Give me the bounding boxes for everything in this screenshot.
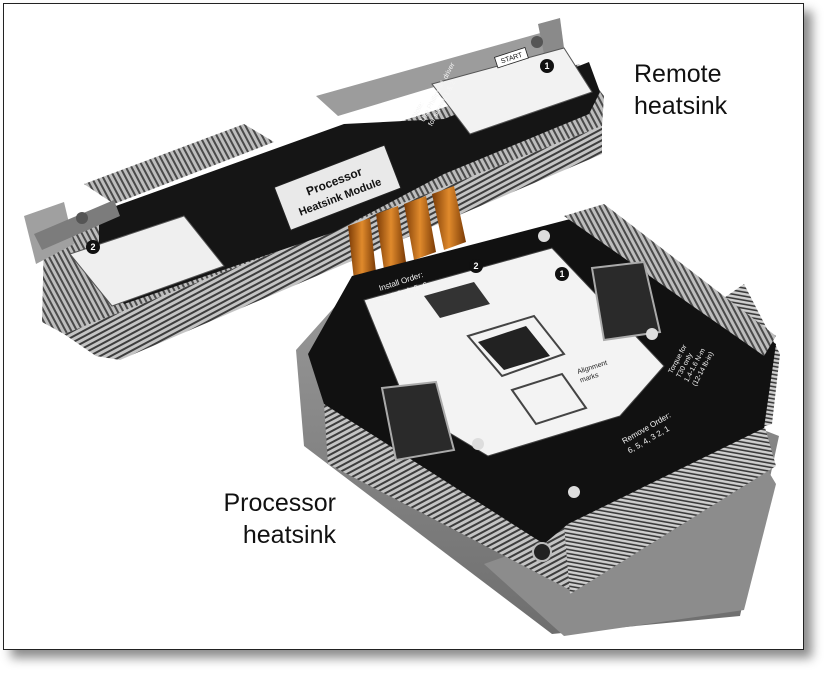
proc-step2-badge: 2 [469, 259, 483, 273]
processor-heatsink-label: Processor heatsink [212, 487, 336, 551]
remote-heatsink-label: Remote heatsink [634, 58, 727, 122]
heatsink-photo: Processor Heatsink Module Note: Use Phil… [24, 18, 780, 636]
processor-label-line2: heatsink [242, 521, 336, 549]
remote-step1-text: 1 [544, 61, 549, 71]
proc-step2-text: 2 [473, 261, 478, 271]
image-frame: Processor Heatsink Module Note: Use Phil… [3, 3, 804, 650]
remote-step2-badge: 2 [86, 240, 100, 254]
proc-step1-badge: 1 [555, 267, 569, 281]
processor-heatsink [296, 204, 780, 636]
processor-label-line1: Processor [223, 489, 336, 517]
proc-step1-text: 1 [559, 269, 564, 279]
remote-label-line2: heatsink [634, 92, 728, 120]
remote-label-line1: Remote [634, 60, 722, 88]
heat-pipes [348, 186, 466, 280]
remote-step2-text: 2 [90, 242, 95, 252]
remote-step1-badge: 1 [540, 59, 554, 73]
